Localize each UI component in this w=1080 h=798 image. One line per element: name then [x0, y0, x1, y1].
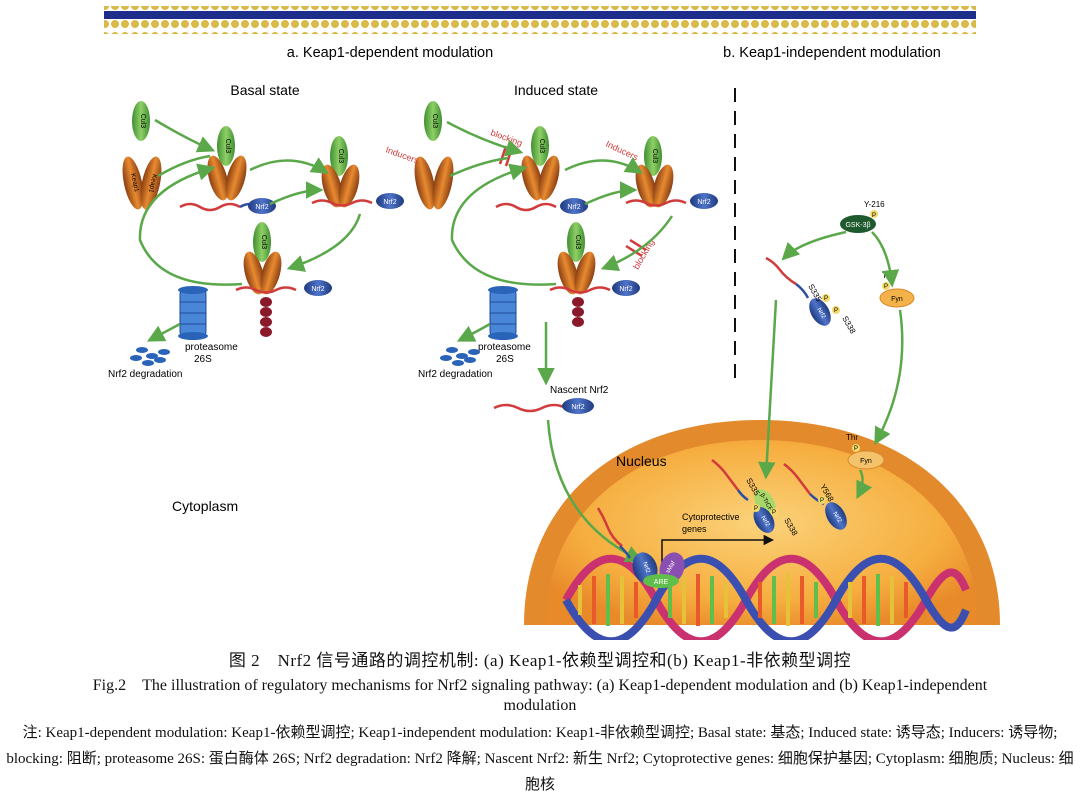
- proteasome-label-basal: proteasome: [185, 342, 238, 353]
- ubiquitinated-complex-induced: Cul3 Nrf2: [549, 222, 640, 327]
- cytoprotective-label: Cytoprotective: [682, 512, 740, 522]
- fyn-cytoplasm: P Fyn: [879, 282, 915, 308]
- nrf2-free-induced: Nrf2: [495, 198, 588, 214]
- svg-text:Cul3: Cul3: [651, 149, 658, 164]
- keap1-nrf2-complex-induced: Cul3 Nrf2: [625, 136, 718, 209]
- svg-text:Nrf2: Nrf2: [831, 511, 842, 524]
- nrf2-maf-are-complex: Nrf2 sMaf ARE: [596, 507, 685, 588]
- svg-text:sMaf: sMaf: [665, 560, 677, 575]
- figure-note: 注: Keap1-dependent modulation: Keap1-依赖型…: [6, 725, 1074, 793]
- keap1-free-induced: [414, 156, 454, 210]
- svg-text:Cul3: Cul3: [337, 149, 344, 164]
- proteasome-26s-label-induced: 26S: [496, 354, 514, 365]
- svg-text:Nrf2: Nrf2: [383, 199, 396, 206]
- svg-text:P: P: [754, 506, 758, 512]
- svg-text:Fyn: Fyn: [891, 296, 903, 303]
- inducers-label-1: Inducers: [384, 144, 420, 165]
- svg-text:Keap1: Keap1: [147, 173, 158, 193]
- blocking-mark-2: [625, 238, 647, 258]
- svg-text:P: P: [772, 510, 776, 516]
- svg-text:Nrf2: Nrf2: [255, 204, 268, 211]
- svg-text:Cul3: Cul3: [538, 139, 545, 154]
- y216-label: Y-216: [864, 200, 885, 209]
- genes-label: genes: [682, 524, 707, 534]
- svg-text:GSK-3β: GSK-3β: [845, 222, 870, 229]
- svg-text:Nrf2: Nrf2: [641, 561, 651, 574]
- keap1-free-basal: Keap1 Keap1: [122, 156, 162, 210]
- svg-text:Nrf2: Nrf2: [759, 515, 770, 528]
- nascent-nrf2-label: Nascent Nrf2: [550, 385, 609, 396]
- svg-text:Cul3: Cul3: [260, 235, 267, 250]
- induced-arrows: [446, 120, 674, 562]
- s338-label-b: S338: [840, 315, 857, 336]
- svg-text:P: P: [854, 446, 858, 452]
- svg-text:ARE: ARE: [654, 579, 669, 586]
- basal-state-title: Basal state: [230, 82, 299, 98]
- svg-text:P: P: [872, 213, 876, 219]
- nrf2-pathway-diagram: a. Keap1-dependent modulation b. Keap1-i…: [104, 6, 1000, 640]
- svg-text:P: P: [824, 296, 828, 302]
- induced-state-title: Induced state: [514, 82, 598, 98]
- nrf2-degradation-label-induced: Nrf2 degradation: [418, 369, 493, 380]
- fyn-nucleus: P Fyn: [847, 444, 885, 470]
- keap1-cul3-complex-induced: Cul3: [521, 126, 560, 201]
- figure-caption-en: Fig.2 The illustration of regulatory mec…: [92, 677, 988, 714]
- svg-text:P: P: [834, 308, 838, 314]
- basal-arrows: [138, 118, 362, 342]
- svg-text:Nrf2: Nrf2: [571, 404, 584, 411]
- blocking-label-1: blocking: [489, 127, 523, 148]
- svg-text:Cul3: Cul3: [574, 235, 581, 250]
- degraded-fragments-basal: [130, 347, 170, 366]
- svg-text:Nrf2: Nrf2: [619, 286, 632, 293]
- svg-text:Nrf2: Nrf2: [311, 286, 324, 293]
- cytoplasm-label: Cytoplasm: [172, 498, 238, 514]
- proteasome-label-induced: proteasome: [478, 342, 531, 353]
- panel-b-arrows: [757, 230, 904, 500]
- nascent-nrf2: Nrf2: [493, 398, 594, 414]
- proteasome-induced: [488, 286, 518, 340]
- nrf2-btrcp-complex: β-TrCP Nrf2 P P: [711, 459, 778, 533]
- gsk3b: GSK-3β P: [840, 210, 878, 233]
- thr-label-2: Thr: [846, 433, 858, 442]
- nrf2-y568: P Nrf2: [783, 463, 847, 530]
- nrf2-free-basal: Nrf2: [179, 198, 276, 214]
- svg-text:Keap1: Keap1: [129, 173, 140, 193]
- figure-caption-cn: 图 2 Nrf2 信号通路的调控机制: (a) Keap1-依赖型调控和(b) …: [228, 651, 852, 670]
- svg-text:Cul3: Cul3: [431, 114, 438, 129]
- keap1-nrf2-complex-basal: Cul3 Nrf2: [311, 136, 404, 209]
- svg-text:Nrf2: Nrf2: [697, 199, 710, 206]
- keap1-cul3-complex-basal: Cul3: [207, 126, 247, 201]
- nucleus-label: Nucleus: [616, 453, 667, 469]
- panel-a-title: a. Keap1-dependent modulation: [287, 45, 493, 61]
- cul3-free-induced: Cul3: [424, 101, 442, 141]
- transcription-arrow: [661, 534, 775, 568]
- svg-text:P: P: [884, 284, 888, 290]
- nrf2-degradation-label-basal: Nrf2 degradation: [108, 369, 183, 380]
- svg-text:Nrf2: Nrf2: [567, 204, 580, 211]
- nrf2-phosphorylated-b: Nrf2 P P: [765, 256, 840, 326]
- inducers-label-2: Inducers: [604, 139, 640, 163]
- cell-membrane: [104, 6, 976, 34]
- proteasome-basal: [178, 286, 208, 340]
- proteasome-26s-label-basal: 26S: [194, 354, 212, 365]
- svg-text:Cul3: Cul3: [139, 114, 146, 129]
- cul3-free-basal: Cul3: [132, 101, 150, 141]
- panel-b-title: b. Keap1-independent modulation: [723, 45, 941, 61]
- degraded-fragments-induced: [440, 347, 480, 366]
- svg-text:Cul3: Cul3: [224, 139, 231, 154]
- ubiquitinated-complex-basal: Cul3 Nrf2: [235, 222, 332, 337]
- svg-text:P: P: [820, 498, 824, 504]
- svg-text:Fyn: Fyn: [860, 458, 872, 465]
- svg-text:Nrf2: Nrf2: [815, 307, 826, 320]
